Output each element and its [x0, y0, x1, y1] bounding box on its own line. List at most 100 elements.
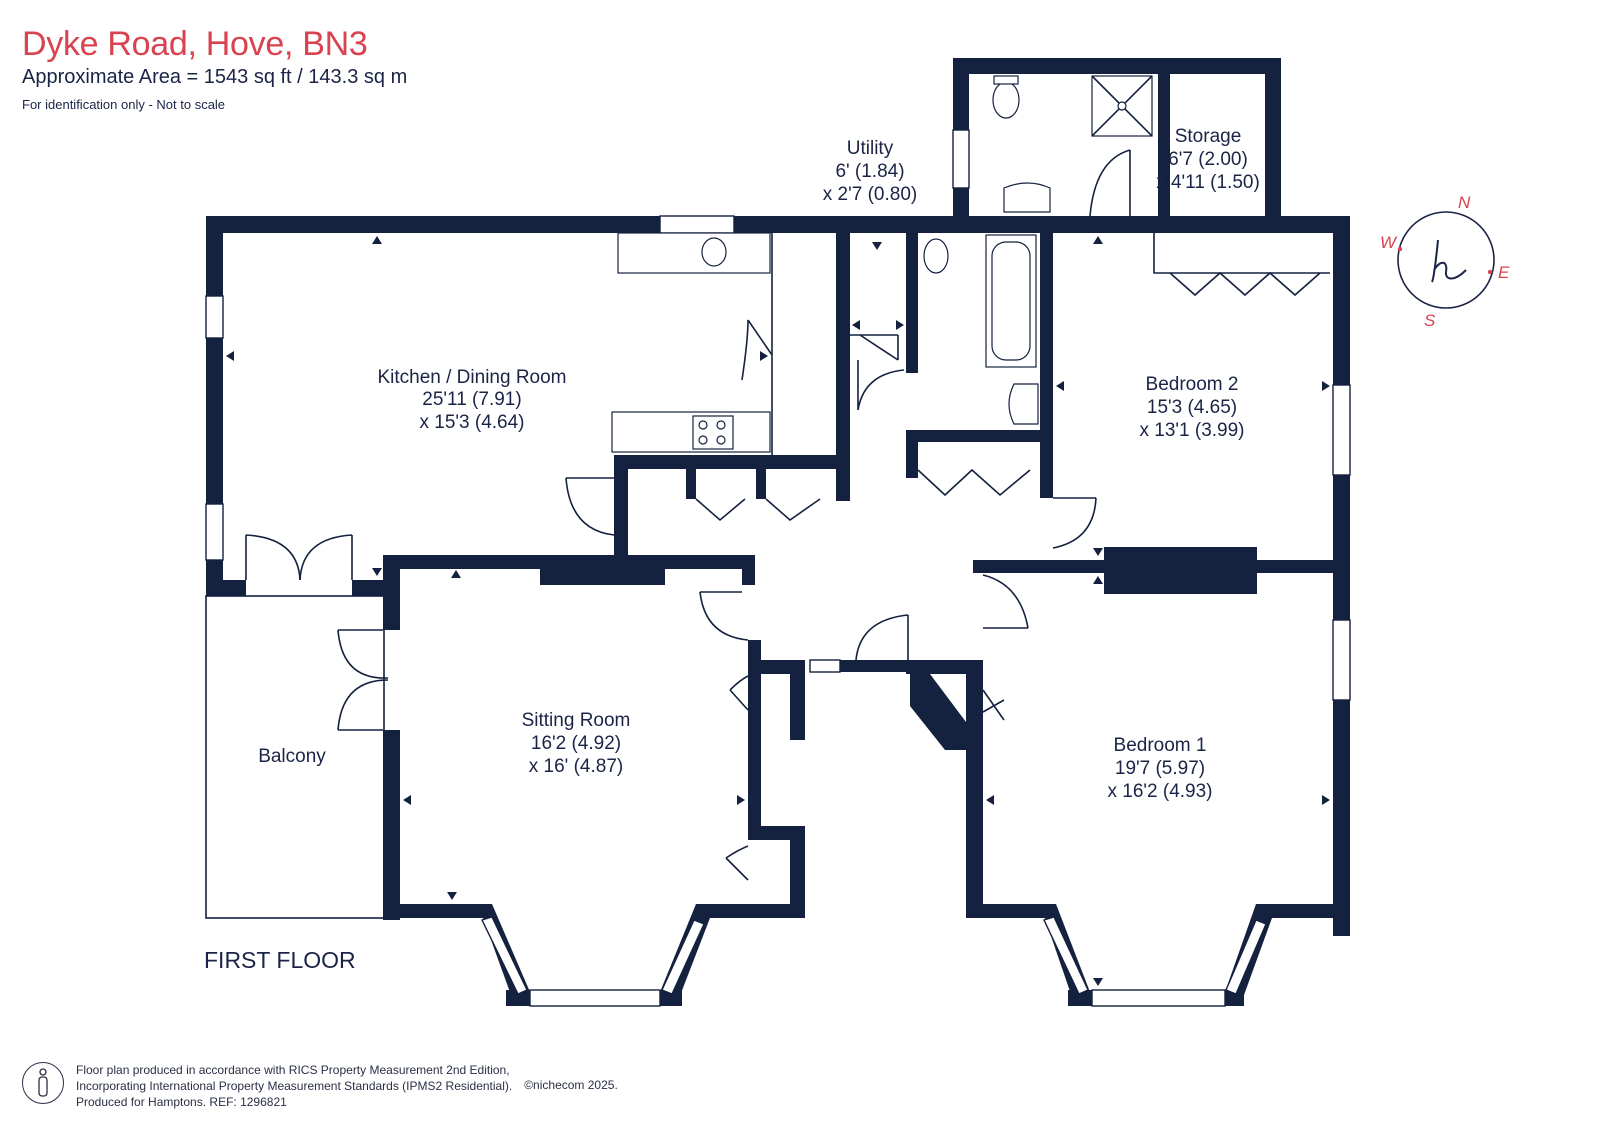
footer-text: Floor plan produced in accordance with R…: [76, 1062, 512, 1110]
wardrobe-bed2: [1153, 233, 1330, 274]
utility-partition: [850, 334, 899, 361]
storage-dim1: 6'7 (2.00): [1168, 149, 1248, 170]
balcony-name: Balcony: [258, 746, 326, 767]
window-bed-bay-right: [1225, 919, 1267, 995]
storage-dim2: x 4'11 (1.50): [1156, 172, 1260, 193]
toilet-bathroom: [923, 238, 949, 274]
window-kitchen-left-1: [205, 295, 224, 339]
wall-balcony-top-left: [206, 580, 246, 596]
door-bed2: [1052, 497, 1097, 549]
wall-storage-top: [953, 58, 1281, 74]
person-scale-icon: [22, 1062, 64, 1104]
footer-line-1: Floor plan produced in accordance with R…: [76, 1063, 510, 1077]
wall-chimney-bed: [1104, 547, 1257, 594]
hob-ring: [698, 435, 708, 445]
wall-storage-right: [1265, 58, 1281, 233]
identification-note: For identification only - Not to scale: [22, 97, 226, 112]
window-bed2: [1332, 384, 1351, 476]
door-kitchen-store: [741, 319, 773, 381]
wall-sitting-left: [383, 730, 400, 920]
footer-line-3: Produced for Hamptons. REF: 1296821: [76, 1095, 287, 1109]
wall-hall-mid: [840, 660, 910, 672]
toilet-shower-room: [992, 81, 1020, 119]
cupboard-doors-kitchen: [695, 498, 821, 522]
wall-sitting-top-right: [742, 555, 755, 585]
compass-west: W: [1380, 233, 1398, 252]
wall-hall-right: [906, 660, 981, 674]
plan-footer: Floor plan produced in accordance with R…: [22, 1062, 618, 1110]
kitchen-name: Kitchen / Dining Room: [377, 367, 566, 388]
approximate-area: Approximate Area = 1543 sq ft / 143.3 sq…: [22, 66, 408, 88]
kitchen-dim1: 25'11 (7.91): [422, 389, 521, 410]
wall-bed1-bottom-right: [1256, 904, 1350, 918]
wall-bed1-bottom-left: [966, 904, 1056, 918]
hob-ring: [698, 420, 708, 430]
balcony-outline: [205, 595, 385, 919]
property-title: Dyke Road, Hove, BN3: [22, 25, 368, 63]
wall-cupboard-b: [756, 469, 766, 499]
kitchen-sink: [701, 237, 727, 267]
window-bed-bay: [1091, 989, 1226, 1007]
wall-cupboard-left: [906, 430, 918, 478]
door-kitchen: [565, 477, 615, 536]
hob-ring: [716, 435, 726, 445]
walls: [206, 58, 1350, 1006]
window-bed1: [1332, 619, 1351, 701]
wall-cupboard-a: [686, 469, 696, 499]
compass-south: S: [1424, 311, 1436, 330]
bedroom2-dim1: 15'3 (4.65): [1147, 397, 1237, 418]
cupboard-door-lower: [725, 845, 749, 881]
bedroom2-name: Bedroom 2: [1146, 374, 1239, 395]
door-bed1: [982, 574, 1029, 629]
window-kitchen-left-2: [205, 503, 224, 561]
window-sitting-bay-right: [661, 919, 705, 995]
wall-kitchen-partition: [614, 455, 628, 555]
wall-sitting-bottom-left: [383, 904, 492, 918]
window-sitting-bay-left: [481, 916, 528, 995]
wall-bed1-left: [966, 660, 983, 918]
wall-utility-right: [906, 233, 918, 373]
bedroom2-dim2: x 13'1 (3.99): [1139, 420, 1244, 441]
compass-east: E: [1498, 263, 1510, 282]
wall-sitting-bottom-right: [696, 904, 805, 918]
room-labels: Utility 6' (1.84) x 2'7 (0.80) Storage 6…: [204, 126, 1260, 973]
bedroom1-dim2: x 16'2 (4.93): [1107, 781, 1212, 802]
door-balcony-right: [299, 534, 353, 581]
wall-top: [206, 216, 1350, 233]
wall-kitchen-bottom: [614, 455, 844, 469]
wall-utility-left: [836, 233, 850, 501]
compass-rose: N E S W: [1380, 193, 1510, 330]
windows: [205, 129, 1351, 1007]
utility-name: Utility: [847, 138, 894, 159]
wall-bathroom-bottom: [906, 430, 1053, 442]
wall-storage-divider: [1158, 74, 1170, 216]
wall-bed1-angle: [910, 674, 966, 750]
wall-sitting-left-top: [383, 555, 400, 630]
window-kitchen-top: [659, 215, 735, 234]
sitting-name: Sitting Room: [522, 710, 631, 731]
storage-name: Storage: [1175, 126, 1242, 147]
door-sitting: [699, 591, 749, 641]
window-bed-bay-left: [1043, 916, 1089, 995]
window-shower: [952, 129, 970, 189]
bedroom1-name: Bedroom 1: [1114, 735, 1207, 756]
kitchen-counter: [617, 232, 771, 274]
basin-bathroom: [1008, 383, 1039, 425]
fixtures: [611, 75, 1330, 455]
kitchen-counter-lower: [611, 411, 771, 453]
door-sitting-balcony-1: [337, 629, 389, 679]
wall-bathroom-right: [1040, 233, 1053, 498]
window-sitting-bay: [529, 989, 661, 1007]
door-sitting-balcony-2: [337, 679, 389, 731]
utility-dim1: 6' (1.84): [835, 161, 904, 182]
wall-chimney-sitting: [540, 555, 665, 585]
hob: [692, 415, 734, 450]
window-hall: [809, 659, 841, 673]
hob-ring: [716, 420, 726, 430]
doors: [245, 149, 1131, 881]
compass-north: N: [1458, 193, 1471, 212]
measurement-arrows: [226, 236, 1330, 986]
wall-cupboard-lower-right: [790, 826, 805, 918]
door-balcony-left: [245, 534, 301, 581]
wall-right: [1333, 216, 1350, 936]
